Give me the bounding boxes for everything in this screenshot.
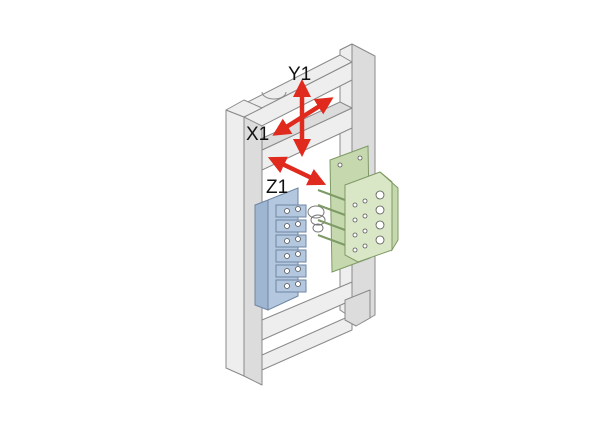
axis-arrows (267, 79, 334, 186)
z1-arrow (267, 156, 327, 186)
y1-label: Y1 (288, 64, 311, 85)
screw-holes (284, 206, 301, 289)
connector-holes (337, 155, 385, 253)
probe-spring (307, 205, 326, 233)
right-connector-block (317, 145, 399, 273)
x1-arrow (272, 97, 334, 136)
left-terminal-block (254, 187, 307, 311)
z1-label: Z1 (266, 177, 288, 198)
pins (317, 189, 346, 246)
x1-label: X1 (246, 124, 269, 145)
